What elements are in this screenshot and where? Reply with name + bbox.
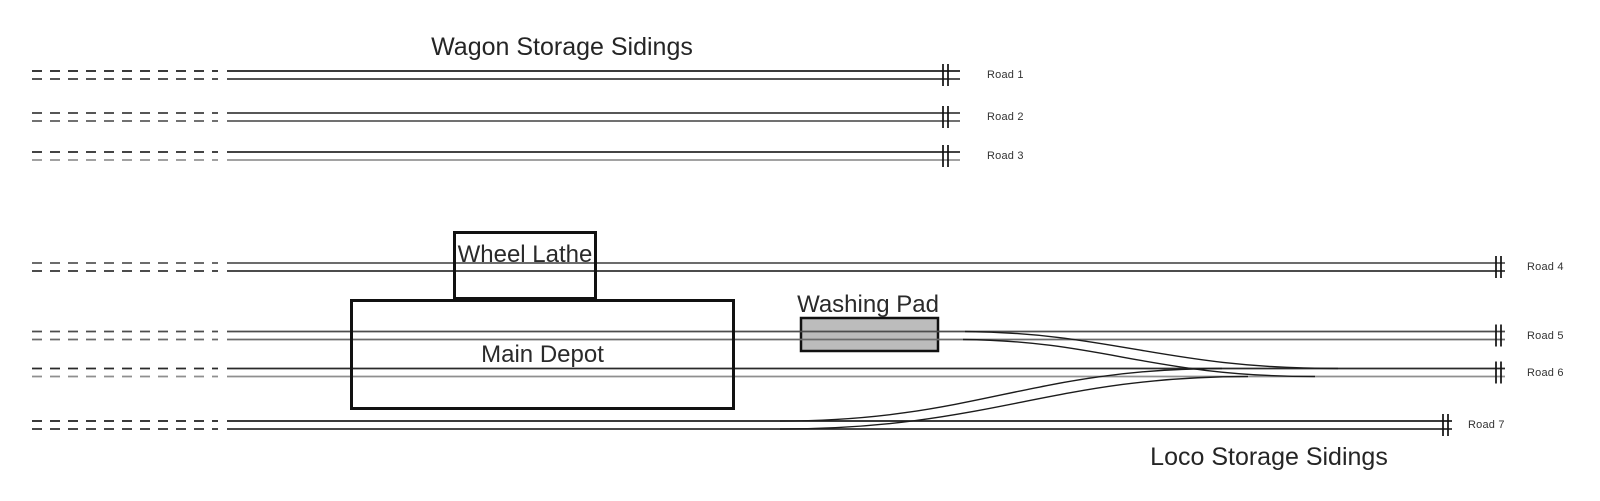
wheel-lathe-box: Wheel Lathe xyxy=(453,231,597,300)
road-label: Road 4 xyxy=(1527,261,1564,273)
road-label: Road 1 xyxy=(987,69,1024,81)
turnout-curve xyxy=(779,375,1249,430)
main-depot-label: Main Depot xyxy=(481,340,604,368)
main-depot-box: Main Depot xyxy=(350,299,735,410)
road-label: Road 2 xyxy=(987,111,1024,123)
washing-pad-rect xyxy=(799,316,940,353)
wheel-lathe-label: Wheel Lathe xyxy=(457,241,593,268)
wagon-storage-sidings-title: Wagon Storage Sidings xyxy=(431,33,693,61)
road-label: Road 7 xyxy=(1468,419,1505,431)
washing-pad-label: Washing Pad xyxy=(797,291,939,318)
turnout-curve xyxy=(962,338,1316,378)
road-label: Road 6 xyxy=(1527,366,1564,379)
turnout-curve xyxy=(964,330,1339,370)
road-label: Road 5 xyxy=(1527,329,1564,342)
turnout-curve xyxy=(779,367,1223,422)
loco-storage-sidings-title: Loco Storage Sidings xyxy=(1150,443,1388,471)
road-label: Road 3 xyxy=(987,150,1024,162)
